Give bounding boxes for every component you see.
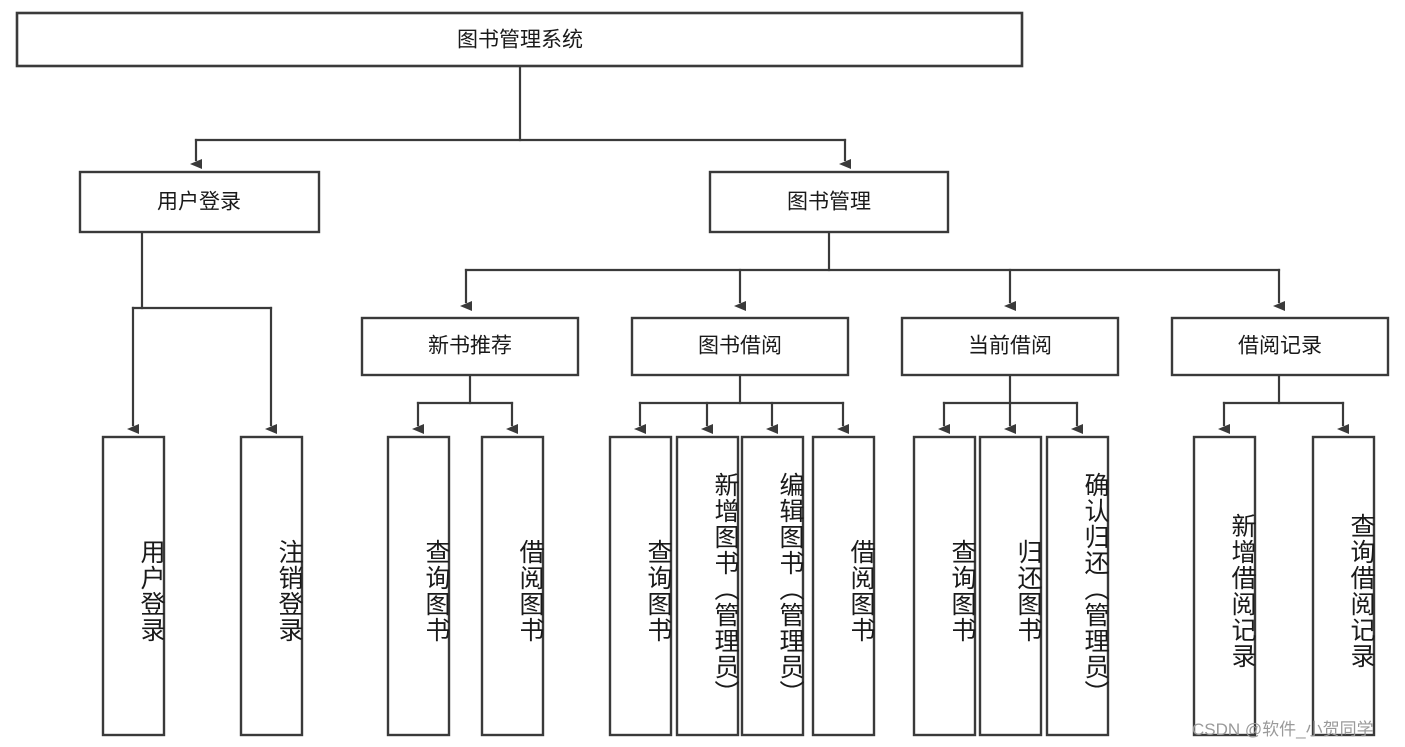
leaf-boxes-current-borrow — [912, 435, 1110, 737]
node-book-borrow[interactable]: 图书借阅 — [630, 316, 850, 377]
node-book-borrow-label: 图书借阅 — [698, 335, 782, 358]
leaf-box-return-book[interactable] — [978, 435, 1043, 737]
leaf-box-query-record[interactable] — [1311, 435, 1376, 737]
connector-userlogin-to-leaves — [127, 230, 277, 434]
leaf-box-query-book-2[interactable] — [608, 435, 673, 737]
node-user-login-label: 用户登录 — [157, 191, 241, 214]
node-book-management-label: 图书管理 — [787, 191, 871, 214]
node-borrow-record-label: 借阅记录 — [1238, 335, 1322, 358]
leaf-box-query-book-1[interactable] — [386, 435, 451, 737]
leaf-box-user-login[interactable] — [101, 435, 166, 737]
leaf-box-borrow-book-1[interactable] — [480, 435, 545, 737]
node-new-book-recommend[interactable]: 新书推荐 — [360, 316, 580, 377]
leaf-box-edit-book[interactable] — [740, 435, 805, 737]
node-new-book-recommend-label: 新书推荐 — [428, 335, 512, 358]
node-root-label: 图书管理系统 — [457, 29, 583, 52]
node-current-borrow-label: 当前借阅 — [968, 335, 1052, 358]
leaf-box-borrow-book-2[interactable] — [811, 435, 876, 737]
connector-newbook-to-leaves — [412, 374, 518, 434]
leaf-box-confirm-return[interactable] — [1045, 435, 1110, 737]
node-borrow-record[interactable]: 借阅记录 — [1170, 316, 1390, 377]
node-root[interactable]: 图书管理系统 — [15, 11, 1024, 68]
connector-currentborrow-to-leaves — [938, 374, 1083, 434]
leaf-boxes-user-login — [101, 435, 304, 737]
node-user-login[interactable]: 用户登录 — [78, 170, 321, 234]
node-current-borrow[interactable]: 当前借阅 — [900, 316, 1120, 377]
connector-root-to-level2 — [190, 63, 851, 169]
leaf-boxes-new-book-recommend — [386, 435, 545, 737]
csdn-watermark: CSDN @软件_小贺同学 — [1192, 720, 1374, 739]
connector-borrowrecord-to-leaves — [1218, 374, 1349, 434]
connector-bookborrow-to-leaves — [634, 374, 849, 434]
leaf-box-add-book[interactable] — [675, 435, 740, 737]
leaf-boxes-book-borrow — [608, 435, 876, 737]
leaf-boxes-borrow-record — [1192, 435, 1376, 737]
leaf-box-add-record[interactable] — [1192, 435, 1257, 737]
leaf-box-query-book-3[interactable] — [912, 435, 977, 737]
connector-bookmanagement-to-level3 — [460, 230, 1285, 311]
node-book-management[interactable]: 图书管理 — [708, 170, 950, 234]
leaf-box-user-logout[interactable] — [239, 435, 304, 737]
